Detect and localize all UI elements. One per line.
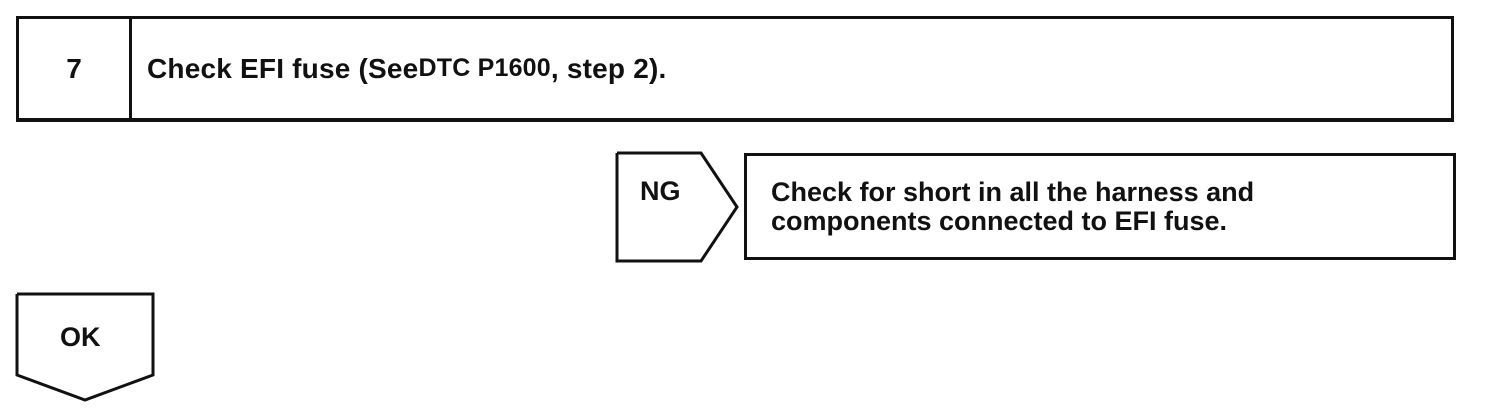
step-number: 7 — [19, 19, 132, 118]
ok-label: OK — [60, 322, 101, 352]
step-instruction-main: Check EFI fuse (See — [147, 52, 419, 84]
step-box: 7 Check EFI fuse (See DTC P1600, step 2)… — [16, 16, 1454, 122]
ng-result-box: Check for short in all the harness and c… — [744, 153, 1456, 260]
step-instruction: Check EFI fuse (See DTC P1600, step 2). — [147, 19, 666, 118]
ng-result-line-2: components connected to EFI fuse. — [771, 206, 1228, 236]
step-instruction-reference: DTC P1600 — [418, 54, 551, 82]
ng-label: NG — [640, 176, 681, 206]
ok-arrow-shape — [15, 292, 155, 402]
ng-arrow-shape — [615, 151, 739, 263]
ng-result-line-1: Check for short in all the harness and — [771, 177, 1255, 207]
step-instruction-tail: , step 2). — [550, 52, 667, 84]
